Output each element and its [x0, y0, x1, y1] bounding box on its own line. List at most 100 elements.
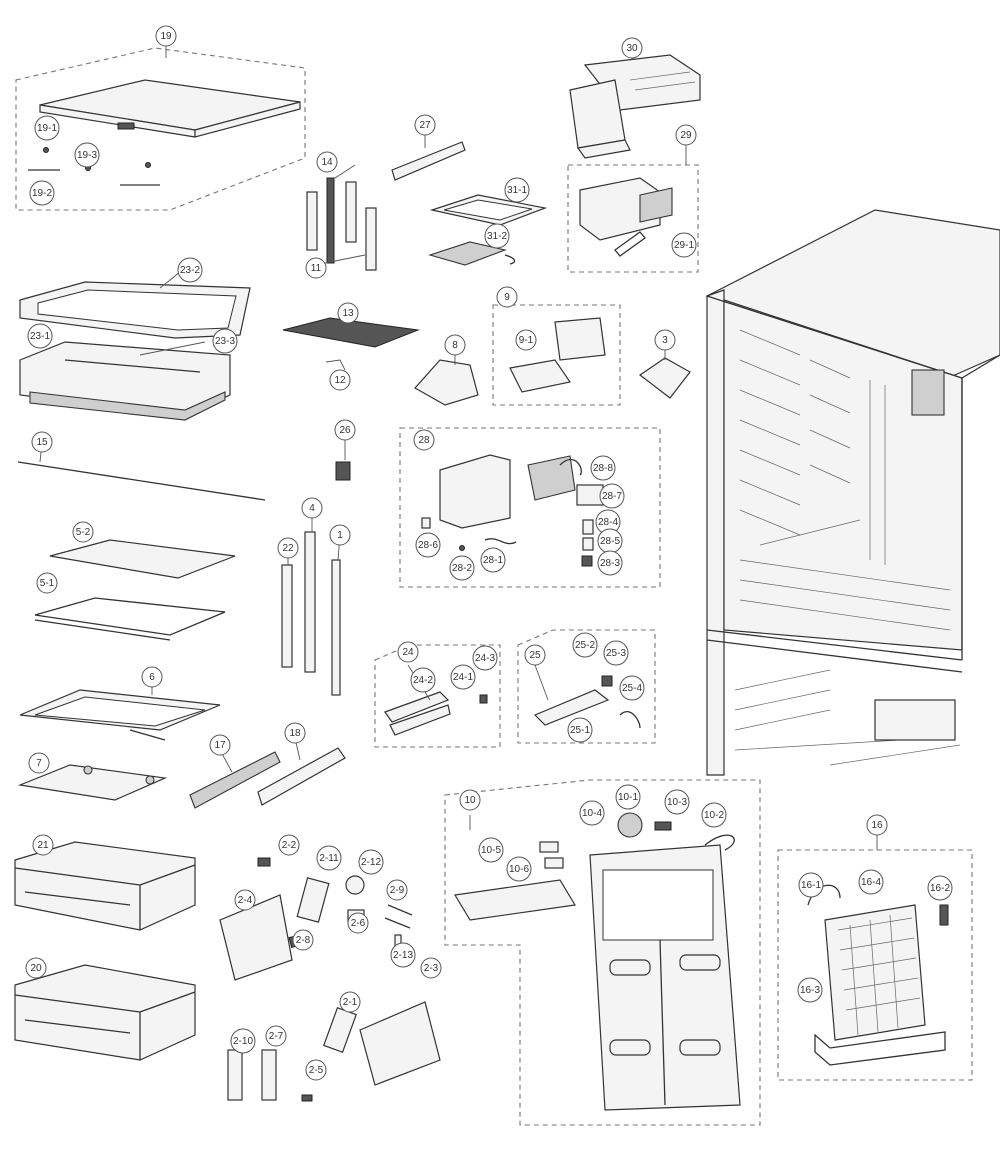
callout-14: 14 [316, 151, 338, 173]
callout-12: 12 [329, 369, 351, 391]
callout-31-1: 31-1 [504, 177, 530, 203]
callout-26: 26 [334, 419, 356, 441]
callout-24-1: 24-1 [450, 664, 476, 690]
callout-circle [621, 37, 643, 59]
callout-text: 28-7 [602, 491, 622, 502]
group-16-outline [777, 849, 973, 1081]
callout-text: 13 [342, 308, 354, 319]
callout-3: 3 [654, 329, 676, 351]
callout-25: 25 [524, 644, 546, 666]
callout-text: 28-2 [452, 563, 472, 574]
callout-text: 2-5 [309, 1065, 324, 1076]
callout-text: 2-3 [424, 963, 439, 974]
callout-10: 10 [459, 789, 481, 811]
callout-2-11: 2-11 [316, 845, 342, 871]
callout-circle [34, 115, 60, 141]
callout-circle [449, 555, 475, 581]
callout-circle [664, 789, 690, 815]
callout-circle [701, 802, 727, 828]
callout-30: 30 [621, 37, 643, 59]
callout-circle [209, 734, 231, 756]
callout-circle [480, 547, 506, 573]
callout-circle [597, 550, 623, 576]
callout-circle [212, 328, 238, 354]
callout-circle [504, 177, 530, 203]
evaporator-fins [837, 914, 921, 1036]
callout-text: 16-1 [801, 880, 821, 891]
part-28-assembly [421, 454, 604, 567]
part-9-1-box [509, 317, 606, 393]
callout-text: 19-3 [77, 150, 97, 161]
part-31-1-frame [429, 194, 548, 226]
callout-text: 27 [419, 120, 431, 131]
part-23-1-bin [19, 341, 231, 421]
part-18-slide [257, 747, 346, 806]
callout-text: 23-3 [215, 336, 235, 347]
callout-text: 24-1 [453, 672, 473, 683]
callout-23-3: 23-3 [212, 328, 238, 354]
callout-text: 8 [452, 340, 458, 351]
part-24-rail [384, 691, 488, 736]
callout-circle [866, 814, 888, 836]
callout-28-7: 28-7 [599, 483, 625, 509]
part-17-slide [189, 751, 281, 809]
callout-text: 2-1 [343, 997, 358, 1008]
callout-29-1: 29-1 [671, 232, 697, 258]
part-5-2-shelf [49, 539, 236, 579]
callout-15: 15 [31, 431, 53, 453]
callout-10-3: 10-3 [664, 789, 690, 815]
callout-circle [316, 151, 338, 173]
callout-circle [615, 784, 641, 810]
callout-text: 10-3 [667, 797, 687, 808]
callout-text: 28-4 [598, 517, 618, 528]
callout-text: 25 [529, 650, 541, 661]
callout-23-1: 23-1 [27, 323, 53, 349]
callout-17: 17 [209, 734, 231, 756]
callout-circle [671, 232, 697, 258]
callout-circle [278, 834, 300, 856]
callout-text: 10-6 [509, 864, 529, 875]
callout-circle [858, 869, 884, 895]
part-21-drawer [14, 841, 196, 931]
callout-9: 9 [496, 286, 518, 308]
callout-28-2: 28-2 [449, 555, 475, 581]
callout-circle [334, 419, 356, 441]
callout-2-10: 2-10 [230, 1028, 256, 1054]
callout-circle [329, 369, 351, 391]
callout-text: 31-2 [487, 231, 507, 242]
cabinet-control-box [911, 369, 945, 416]
callout-2-2: 2-2 [278, 834, 300, 856]
callout-circle [654, 329, 676, 351]
callout-circle [413, 429, 435, 451]
callout-text: 2-13 [393, 950, 413, 961]
callout-text: 25-4 [622, 683, 642, 694]
callout-16-2: 16-2 [927, 875, 953, 901]
callout-10-4: 10-4 [579, 800, 605, 826]
callout-circle [329, 524, 351, 546]
callout-2-4: 2-4 [234, 889, 256, 911]
callout-25-2: 25-2 [572, 632, 598, 658]
callout-circle [599, 483, 625, 509]
callout-20: 20 [25, 957, 47, 979]
callout-19: 19 [155, 25, 177, 47]
callout-2-7: 2-7 [265, 1025, 287, 1047]
group-25-outline [517, 629, 656, 744]
callout-19-1: 19-1 [34, 115, 60, 141]
callout-24: 24 [397, 641, 419, 663]
callout-circle [301, 497, 323, 519]
group-29-outline [567, 164, 699, 273]
callout-circle [292, 929, 314, 951]
callout-text: 19-1 [37, 123, 57, 134]
callout-text: 10-4 [582, 808, 602, 819]
callout-2-13: 2-13 [390, 942, 416, 968]
callout-10-1: 10-1 [615, 784, 641, 810]
callout-circle [141, 666, 163, 688]
callout-text: 10-1 [618, 792, 638, 803]
callout-text: 2-9 [390, 885, 405, 896]
callout-circle [72, 521, 94, 543]
callout-text: 16-2 [930, 883, 950, 894]
part-16-evaporator [807, 884, 949, 1066]
callout-text: 28-3 [600, 558, 620, 569]
callout-6: 6 [141, 666, 163, 688]
callout-text: 10 [464, 795, 476, 806]
